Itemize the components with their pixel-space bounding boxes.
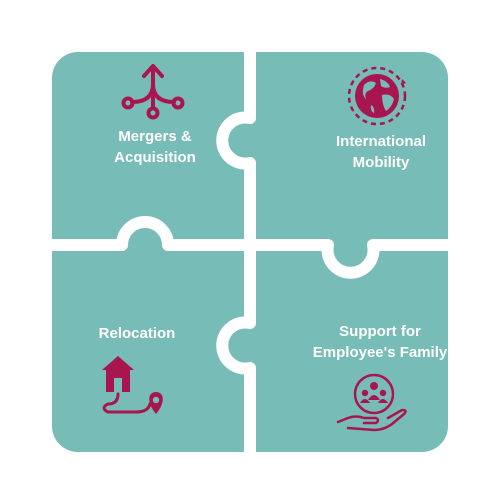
label-relocation-line-1: Relocation (98, 325, 176, 342)
label-mergers-line-2: Acquisition (114, 149, 196, 166)
label-support-family: Support for Employee's Family (300, 321, 460, 363)
puzzle-piece-borders (48, 48, 452, 458)
hand-family-icon (336, 373, 407, 432)
label-mergers-line-1: Mergers & (118, 128, 192, 145)
house-route-icon (102, 356, 163, 414)
split-arrows-icon (121, 64, 185, 120)
label-mergers-acquisition: Mergers & Acquisition (100, 126, 210, 168)
label-international-mobility: International Mobility (318, 131, 444, 173)
label-international-line-2: Mobility (352, 154, 410, 171)
globe-icon (347, 66, 407, 126)
label-relocation: Relocation (82, 323, 192, 344)
label-international-line-1: International (335, 133, 426, 150)
label-support-line-1: Support for (339, 323, 421, 340)
label-support-line-2: Employee's Family (312, 344, 448, 361)
